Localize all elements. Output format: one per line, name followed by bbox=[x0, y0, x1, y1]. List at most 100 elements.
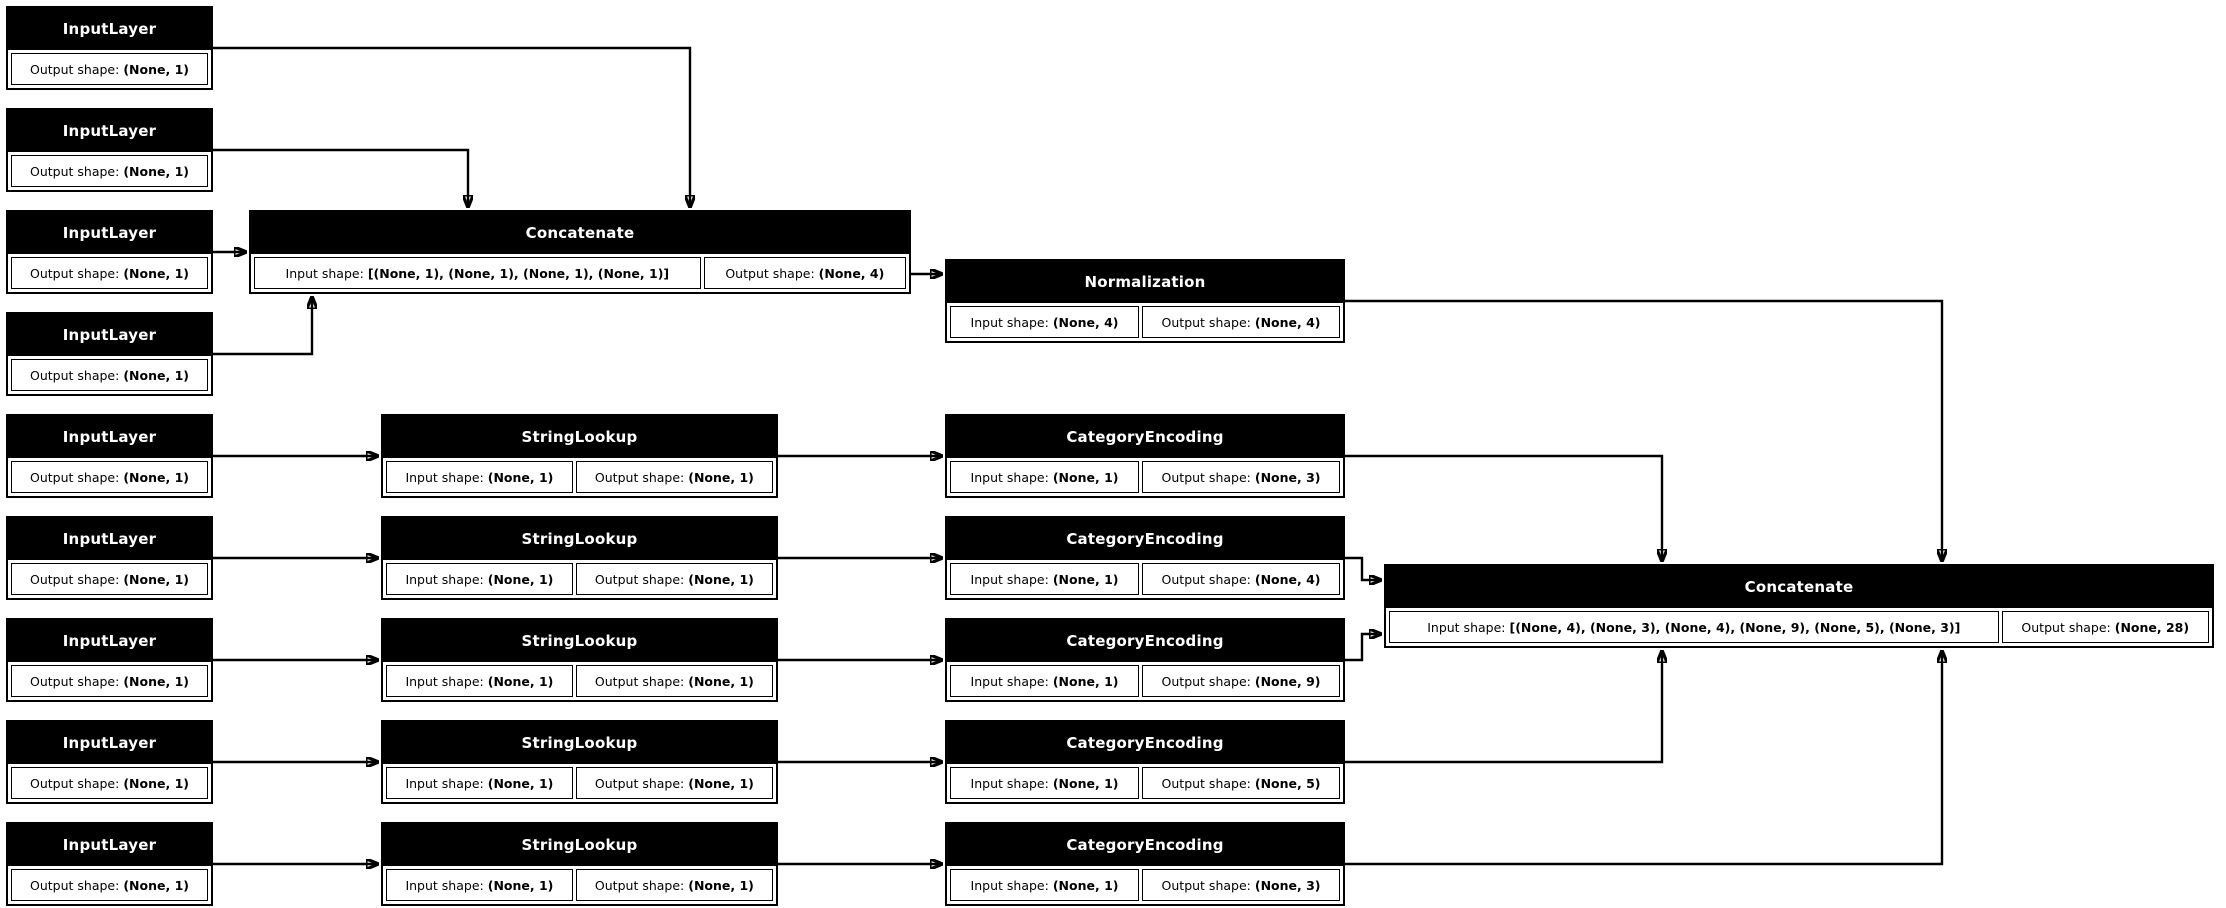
output-shape-cell: Output shape:(None, 1) bbox=[11, 461, 208, 493]
shape-label: Input shape: bbox=[970, 314, 1049, 330]
shape-value: (None, 1) bbox=[487, 673, 554, 689]
shape-label: Input shape: bbox=[405, 775, 484, 791]
shape-label: Output shape: bbox=[725, 265, 815, 281]
node-title: InputLayer bbox=[8, 620, 211, 662]
output-shape-cell: Output shape:(None, 1) bbox=[11, 155, 208, 187]
output-shape-cell: Output shape:(None, 1) bbox=[11, 563, 208, 595]
input-shape-cell: Input shape:(None, 1) bbox=[950, 461, 1140, 493]
input-shape-cell: Input shape:(None, 1) bbox=[950, 869, 1140, 901]
shape-value: (None, 3) bbox=[1254, 877, 1321, 893]
shape-label: Output shape: bbox=[1161, 469, 1251, 485]
output-shape-cell: Output shape:(None, 1) bbox=[11, 665, 208, 697]
shape-label: Output shape: bbox=[30, 469, 120, 485]
input-shape-cell: Input shape:(None, 1) bbox=[386, 665, 573, 697]
shape-label: Output shape: bbox=[594, 877, 685, 893]
shape-value: (None, 4) bbox=[1254, 571, 1321, 587]
node-normalization: Normalization Input shape:(None, 4) Outp… bbox=[945, 259, 1345, 343]
node-title: InputLayer bbox=[8, 824, 211, 866]
node-string-lookup-2: StringLookup Input shape:(None, 1) Outpu… bbox=[381, 516, 778, 600]
node-concatenate-1: Concatenate Input shape:[(None, 1), (Non… bbox=[249, 210, 911, 294]
output-shape-cell: Output shape:(None, 3) bbox=[1142, 869, 1340, 901]
shape-value: (None, 1) bbox=[688, 571, 754, 587]
shape-value: (None, 1) bbox=[123, 163, 189, 179]
node-category-encoding-1: CategoryEncoding Input shape:(None, 1) O… bbox=[945, 414, 1345, 498]
output-shape-cell: Output shape:(None, 9) bbox=[1142, 665, 1340, 697]
edge-input_4-concatenate_1 bbox=[213, 296, 312, 356]
node-title: CategoryEncoding bbox=[947, 416, 1343, 458]
node-title: CategoryEncoding bbox=[947, 824, 1343, 866]
shape-label: Output shape: bbox=[1161, 314, 1251, 330]
shape-value: (None, 1) bbox=[123, 673, 189, 689]
shape-value: (None, 1) bbox=[487, 571, 554, 587]
shape-value: (None, 1) bbox=[688, 469, 754, 485]
shape-label: Output shape: bbox=[1161, 673, 1251, 689]
input-shape-cell: Input shape:(None, 1) bbox=[386, 767, 573, 799]
node-category-encoding-3: CategoryEncoding Input shape:(None, 1) O… bbox=[945, 618, 1345, 702]
node-input-layer-7: InputLayer Output shape:(None, 1) bbox=[6, 618, 213, 702]
output-shape-cell: Output shape:(None, 1) bbox=[11, 257, 208, 289]
shape-label: Output shape: bbox=[594, 469, 685, 485]
node-title: Normalization bbox=[947, 261, 1343, 303]
edge-category_encoding_1-concatenate_2 bbox=[1345, 454, 1662, 562]
output-shape-cell: Output shape:(None, 1) bbox=[11, 53, 208, 85]
shape-value: (None, 1) bbox=[1052, 571, 1119, 587]
shape-label: Output shape: bbox=[30, 163, 120, 179]
shape-label: Output shape: bbox=[30, 775, 120, 791]
edge-input_1-concatenate_1 bbox=[213, 46, 690, 208]
shape-label: Output shape: bbox=[30, 571, 120, 587]
node-input-layer-3: InputLayer Output shape:(None, 1) bbox=[6, 210, 213, 294]
shape-value: (None, 1) bbox=[123, 61, 189, 77]
shape-value: (None, 3) bbox=[1254, 469, 1321, 485]
output-shape-cell: Output shape:(None, 1) bbox=[575, 461, 773, 493]
input-shape-cell: Input shape:(None, 1) bbox=[386, 461, 573, 493]
node-title: InputLayer bbox=[8, 314, 211, 356]
node-title: StringLookup bbox=[383, 416, 776, 458]
input-shape-cell: Input shape:[(None, 4), (None, 3), (None… bbox=[1389, 611, 1999, 643]
shape-label: Output shape: bbox=[30, 61, 120, 77]
shape-value: (None, 1) bbox=[487, 877, 554, 893]
node-input-layer-6: InputLayer Output shape:(None, 1) bbox=[6, 516, 213, 600]
node-category-encoding-4: CategoryEncoding Input shape:(None, 1) O… bbox=[945, 720, 1345, 804]
node-string-lookup-5: StringLookup Input shape:(None, 1) Outpu… bbox=[381, 822, 778, 906]
node-title: CategoryEncoding bbox=[947, 518, 1343, 560]
shape-label: Output shape: bbox=[1161, 877, 1251, 893]
output-shape-cell: Output shape:(None, 4) bbox=[703, 257, 906, 289]
node-category-encoding-2: CategoryEncoding Input shape:(None, 1) O… bbox=[945, 516, 1345, 600]
node-input-layer-5: InputLayer Output shape:(None, 1) bbox=[6, 414, 213, 498]
node-title: InputLayer bbox=[8, 518, 211, 560]
output-shape-cell: Output shape:(None, 1) bbox=[575, 869, 773, 901]
node-input-layer-1: InputLayer Output shape:(None, 1) bbox=[6, 6, 213, 90]
edge-normalization-concatenate_2 bbox=[1345, 299, 1942, 562]
input-shape-cell: Input shape:(None, 4) bbox=[950, 306, 1140, 338]
node-input-layer-2: InputLayer Output shape:(None, 1) bbox=[6, 108, 213, 192]
node-input-layer-4: InputLayer Output shape:(None, 1) bbox=[6, 312, 213, 396]
shape-label: Input shape: bbox=[970, 571, 1049, 587]
node-title: CategoryEncoding bbox=[947, 620, 1343, 662]
shape-label: Input shape: bbox=[405, 877, 484, 893]
shape-value: (None, 4) bbox=[818, 265, 885, 281]
edge-category_encoding_3-concatenate_2 bbox=[1345, 634, 1382, 662]
output-shape-cell: Output shape:(None, 1) bbox=[11, 359, 208, 391]
shape-value: (None, 5) bbox=[1254, 775, 1321, 791]
input-shape-cell: Input shape:(None, 1) bbox=[950, 563, 1140, 595]
node-title: InputLayer bbox=[8, 212, 211, 254]
shape-label: Input shape: bbox=[970, 877, 1049, 893]
shape-value: (None, 4) bbox=[1052, 314, 1119, 330]
shape-value: (None, 1) bbox=[1052, 469, 1119, 485]
output-shape-cell: Output shape:(None, 1) bbox=[11, 869, 208, 901]
shape-value: (None, 1) bbox=[123, 265, 189, 281]
output-shape-cell: Output shape:(None, 3) bbox=[1142, 461, 1340, 493]
edge-category_encoding_2-concatenate_2 bbox=[1345, 556, 1382, 580]
shape-value: (None, 1) bbox=[123, 367, 189, 383]
node-title: InputLayer bbox=[8, 722, 211, 764]
shape-value: [(None, 4), (None, 3), (None, 4), (None,… bbox=[1509, 619, 1961, 635]
shape-label: Input shape: bbox=[970, 469, 1049, 485]
node-category-encoding-5: CategoryEncoding Input shape:(None, 1) O… bbox=[945, 822, 1345, 906]
shape-value: (None, 4) bbox=[1254, 314, 1321, 330]
input-shape-cell: Input shape:(None, 1) bbox=[950, 665, 1140, 697]
shape-label: Input shape: bbox=[970, 775, 1049, 791]
shape-label: Output shape: bbox=[594, 673, 685, 689]
output-shape-cell: Output shape:(None, 28) bbox=[2001, 611, 2209, 643]
node-title: InputLayer bbox=[8, 110, 211, 152]
output-shape-cell: Output shape:(None, 1) bbox=[575, 563, 773, 595]
